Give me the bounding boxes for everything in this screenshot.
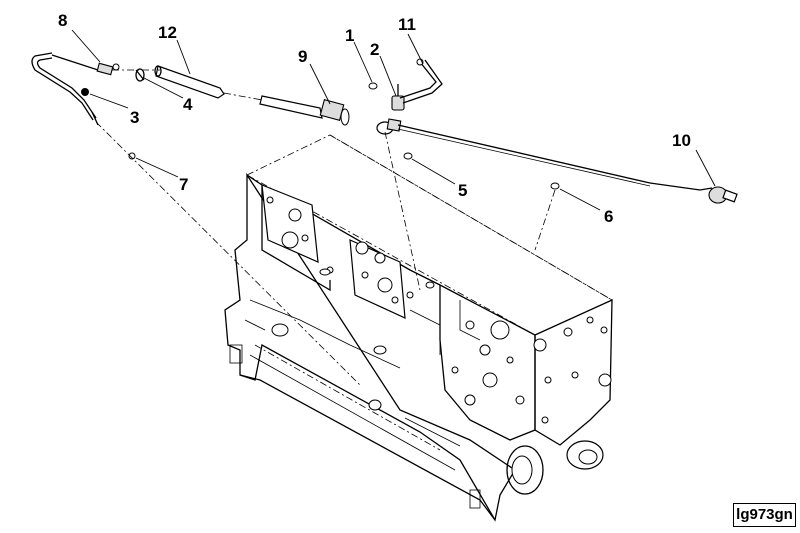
part-9-dipstick-tube xyxy=(259,95,350,126)
part-1-fitting xyxy=(368,82,378,90)
callout-1: 1 xyxy=(345,26,354,45)
callout-6: 6 xyxy=(604,207,613,226)
part-7-o-ring xyxy=(128,152,136,160)
part-10-dipstick xyxy=(397,124,738,204)
callout-7: 7 xyxy=(179,175,188,194)
part-8-bent-tube xyxy=(31,52,120,121)
callout-11: 11 xyxy=(398,15,416,34)
callout-8: 8 xyxy=(58,11,67,30)
figure-reference-label: lg973gn xyxy=(733,503,796,527)
part-connector xyxy=(376,118,402,135)
callout-4: 4 xyxy=(183,95,193,114)
assembly-centerlines xyxy=(95,69,556,386)
part-11-pipe xyxy=(399,58,443,104)
callout-12: 12 xyxy=(158,23,177,42)
callout-3: 3 xyxy=(130,108,139,127)
part-5-washer xyxy=(403,152,413,160)
callout-10: 10 xyxy=(672,131,691,150)
part-3-plug xyxy=(81,88,89,96)
callout-5: 5 xyxy=(458,181,467,200)
part-2-banjo-bolt xyxy=(391,84,405,111)
part-12-hose xyxy=(154,65,225,99)
leader-lines xyxy=(71,29,716,211)
engine-block xyxy=(224,134,613,522)
callout-9: 9 xyxy=(298,47,307,66)
part-6-plug xyxy=(550,182,560,190)
part-4-clip xyxy=(135,68,145,82)
callout-2: 2 xyxy=(370,40,379,59)
